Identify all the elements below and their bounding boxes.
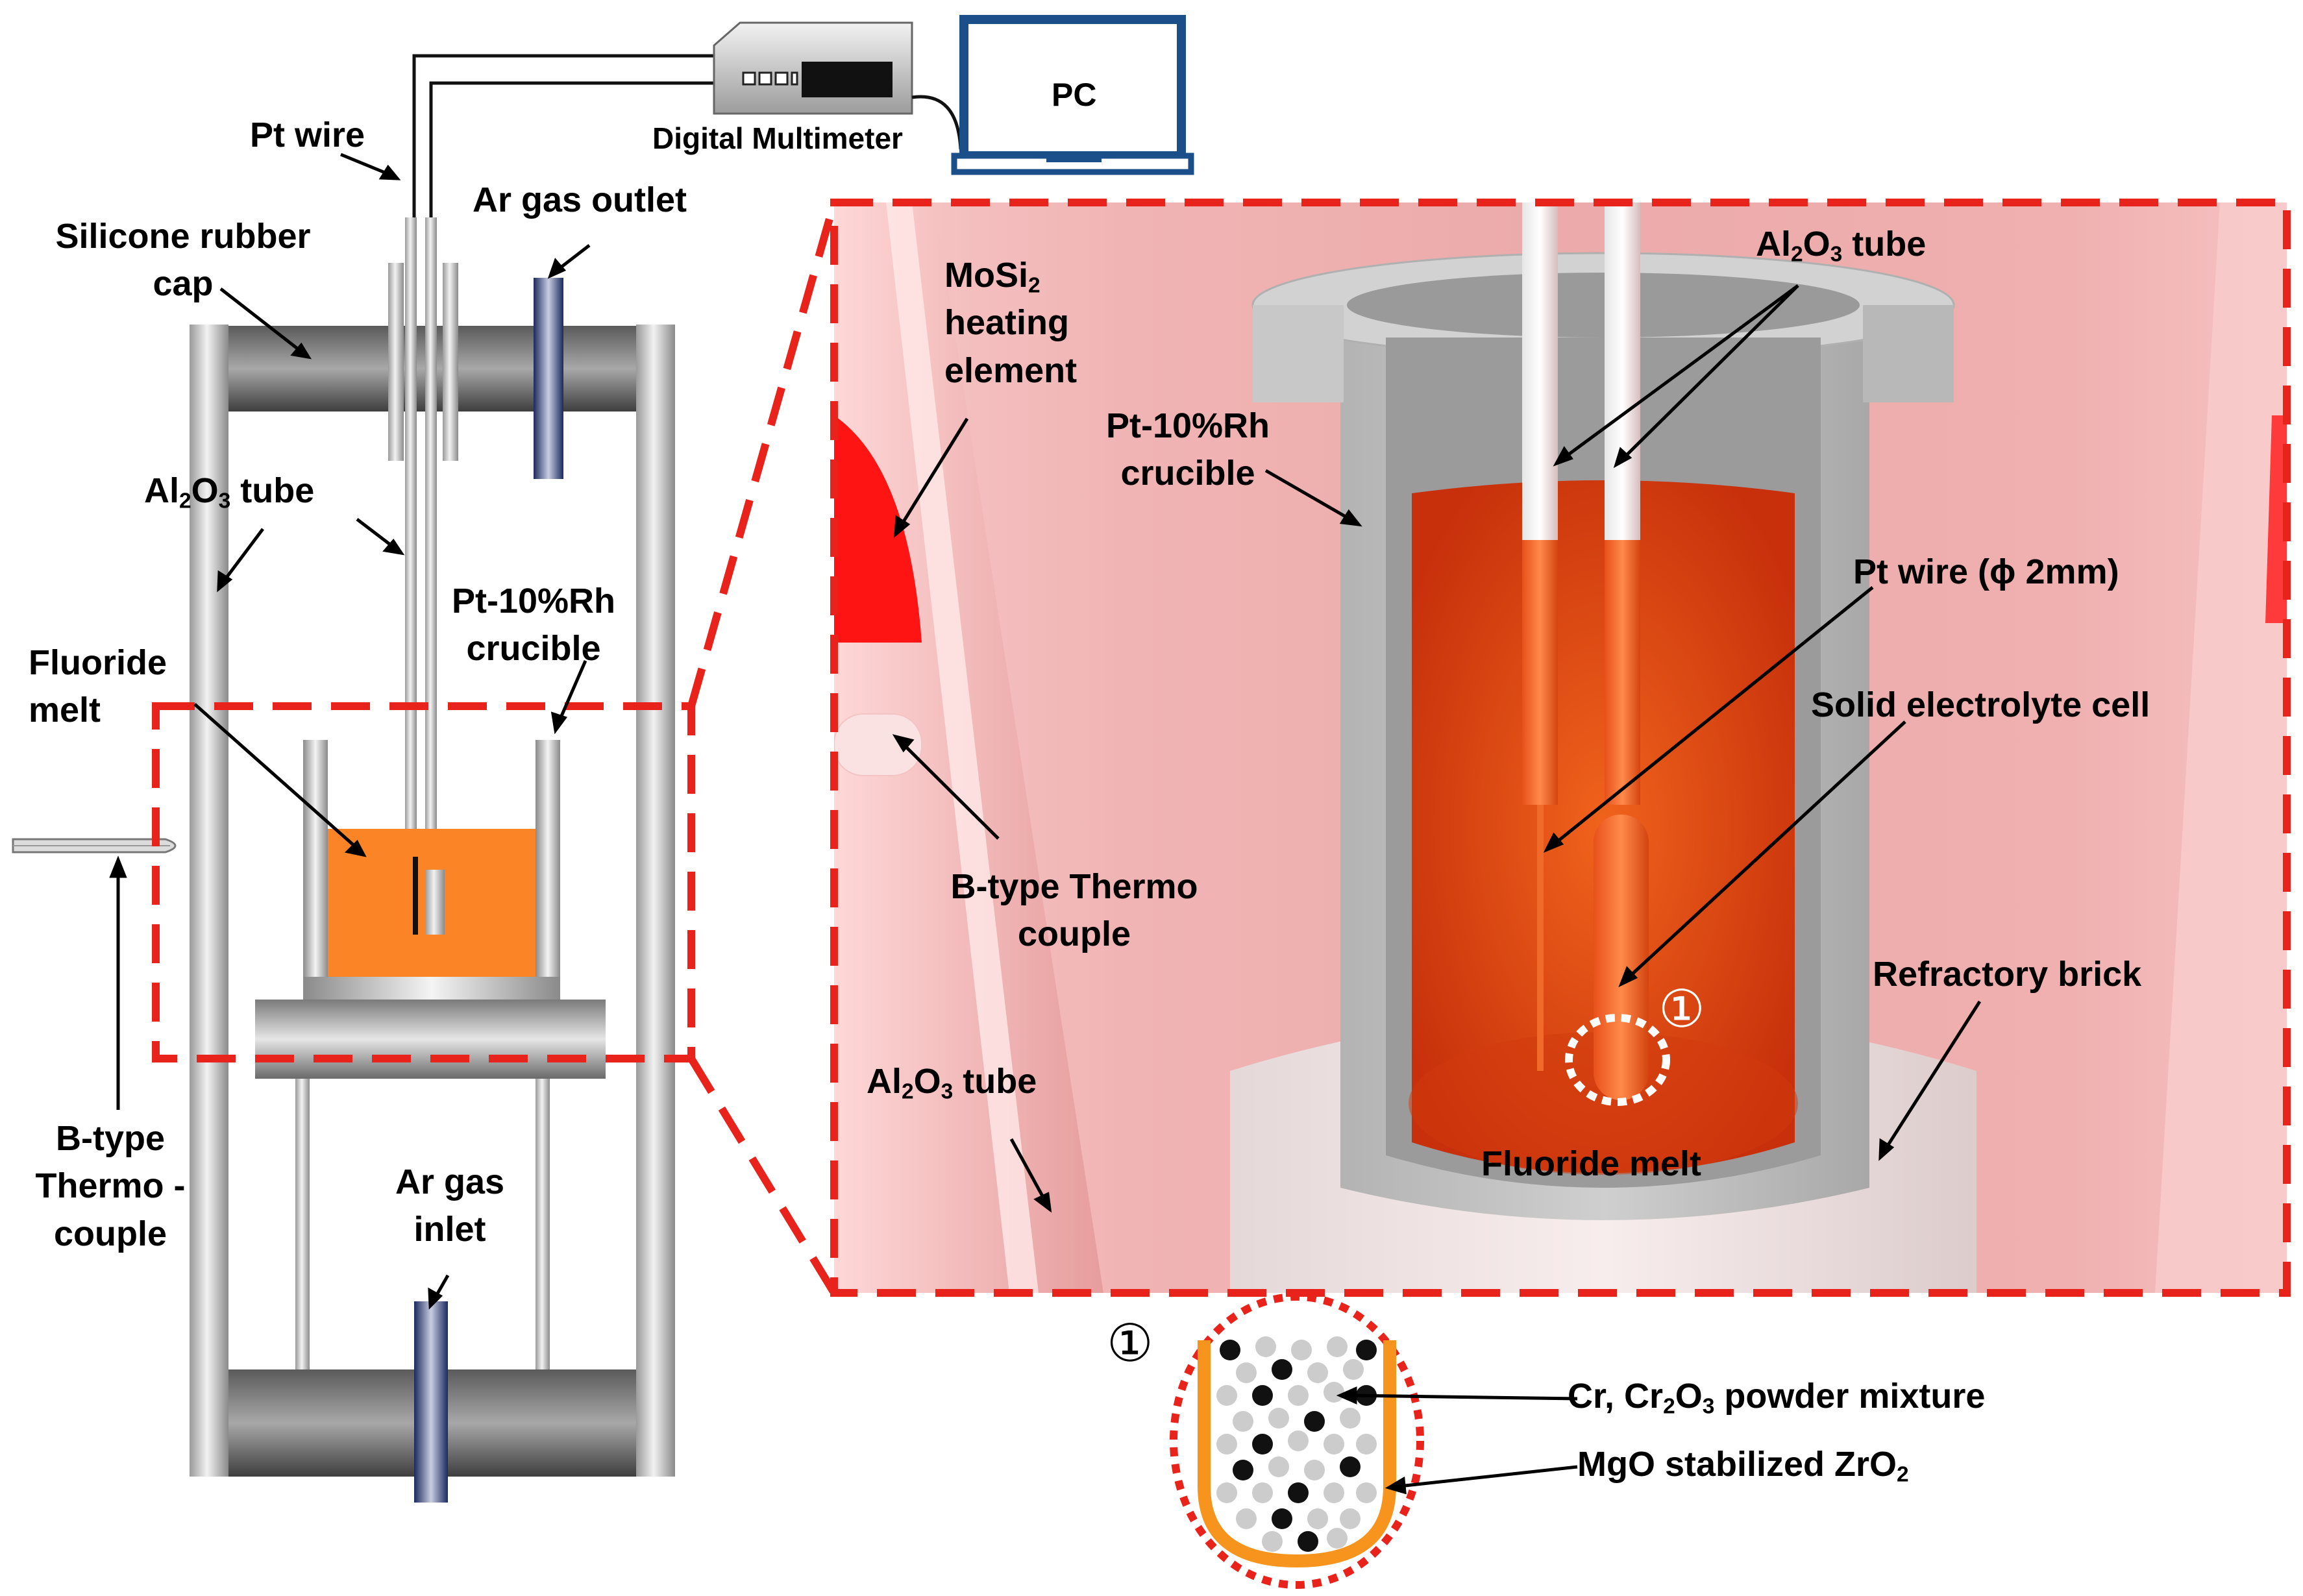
label-solid-electrolyte-cell: Solid electrolyte cell (1811, 685, 2150, 724)
label-ar-gas-outlet: Ar gas outlet (473, 180, 687, 219)
detail-frame (830, 199, 2291, 1297)
fluoride-melt-left-line1: Fluoride (29, 643, 167, 682)
thermocouple-left-line3: couple (53, 1214, 167, 1253)
ar-inlet-line2: inlet (413, 1210, 486, 1249)
detail-al2o3-sub2: 3 (1830, 242, 1843, 267)
detail-al2o3-suffix: tube (1842, 225, 1927, 264)
crucible-left-line2: crucible (466, 629, 601, 669)
thermocouple-left (12, 838, 177, 853)
cell-inset (1170, 1293, 1424, 1589)
crucible-detail-line2: crucible (1120, 454, 1255, 493)
lower-al2o3-suffix: tube (953, 1062, 1037, 1101)
zro2-shell (1198, 1340, 1396, 1568)
detail-view (834, 203, 2287, 1293)
al2o3-tube-wall-left (190, 325, 228, 1477)
mosi2-line3: element (944, 350, 1078, 390)
al2o3-prefix: Al (144, 471, 179, 510)
marker-one-detail: ① (1658, 979, 1705, 1039)
label-crucible-left: Pt-10%Rh crucible (436, 578, 631, 673)
sample-stage (255, 1000, 606, 1079)
label-fluoride-melt-detail: Fluoride melt (1481, 1144, 1702, 1183)
pc-laptop (951, 15, 1194, 175)
label-pt-wire: Pt wire (250, 116, 365, 154)
label-thermocouple-detail: B-type Thermo couple (905, 863, 1243, 959)
mosi2-sub: 2 (1028, 273, 1041, 298)
detail-al2o3-mid: O (1803, 225, 1830, 264)
label-mosi2-heating-element: MoSi2 heating element (944, 252, 1077, 395)
thermocouple-left-line1: B-type (55, 1119, 165, 1158)
label-mgo-zro2: MgO stabilized ZrO2 (1577, 1441, 1909, 1488)
marker-one-inset: ① (1107, 1313, 1153, 1373)
al2o3-suffix: tube (230, 471, 315, 510)
label-ar-gas-inlet: Ar gas inlet (369, 1159, 531, 1254)
zro2-prefix: MgO stabilized ZrO (1577, 1445, 1897, 1484)
detail-al2o3-prefix: Al (1756, 225, 1791, 264)
label-al2o3-tube-left: Al2O3 tube (144, 467, 314, 515)
ar-gas-outlet-pipe (534, 278, 563, 479)
powder-particles (1216, 1336, 1377, 1552)
thermocouple-left-line2: Thermo - (35, 1166, 186, 1206)
al2o3-tube-wall-right (636, 325, 675, 1477)
lower-al2o3-prefix: Al (867, 1062, 902, 1101)
powder-mid: O (1675, 1377, 1703, 1416)
lower-al2o3-sub1: 2 (902, 1079, 914, 1104)
al2o3-sub1: 2 (179, 489, 191, 513)
mosi2-line2: heating (944, 303, 1070, 343)
ar-gas-inlet-pipe (414, 1301, 448, 1503)
crucible-left-line1: Pt-10%Rh (451, 582, 616, 620)
label-refractory-brick: Refractory brick (1873, 955, 2142, 994)
mosi2-heating-element (834, 415, 922, 643)
zoom-box (152, 702, 695, 1062)
pointer-arrows (109, 153, 1982, 1495)
zro2-sub: 2 (1897, 1462, 1909, 1487)
ar-inlet-line1: Ar gas (395, 1162, 505, 1201)
label-fluoride-melt-left: Fluoride melt (29, 639, 167, 735)
powder-suffix: powder mixture (1714, 1377, 1986, 1416)
silicone-cap-line2: cap (153, 264, 214, 304)
thermocouple-detail-line1: B-type Thermo (950, 867, 1198, 906)
label-powder-mixture: Cr, Cr2O3 powder mixture (1568, 1373, 1985, 1420)
powder-prefix: Cr, Cr (1568, 1377, 1664, 1416)
label-pc: PC (1052, 77, 1097, 113)
label-al2o3-tube-detail: Al2O3 tube (1756, 221, 1926, 268)
label-al2o3-tube-detail-lower: Al2O3 tube (867, 1058, 1037, 1105)
label-silicone-rubber-cap: Silicone rubber cap (34, 213, 332, 308)
detail-al2o3-sub1: 2 (1791, 242, 1803, 267)
digital-multimeter (713, 21, 913, 115)
powder-sub1: 2 (1663, 1394, 1675, 1419)
left-apparatus (12, 15, 1194, 1503)
powder-sub2: 3 (1702, 1394, 1715, 1419)
thermocouple-detail-line2: couple (1017, 915, 1131, 954)
label-crucible-detail: Pt-10%Rh crucible (1071, 402, 1305, 498)
silicone-cap-line1: Silicone rubber (55, 217, 311, 256)
al2o3-sub2: 3 (218, 489, 231, 513)
fluoride-melt-left-line2: melt (29, 691, 101, 730)
label-digital-multimeter: Digital Multimeter (652, 121, 903, 155)
label-thermocouple-left: B-type Thermo - couple (13, 1115, 208, 1258)
crucible-detail-line1: Pt-10%Rh (1105, 406, 1270, 445)
cell-marker-circle (1565, 1014, 1670, 1106)
lower-al2o3-sub2: 3 (941, 1079, 954, 1104)
mosi2-prefix: MoSi (944, 256, 1028, 295)
label-pt-wire-detail: Pt wire (ϕ 2mm) (1853, 552, 2119, 591)
lower-al2o3-mid: O (913, 1062, 941, 1101)
al2o3-mid: O (191, 471, 219, 510)
solid-electrolyte-cell (1594, 815, 1649, 1100)
